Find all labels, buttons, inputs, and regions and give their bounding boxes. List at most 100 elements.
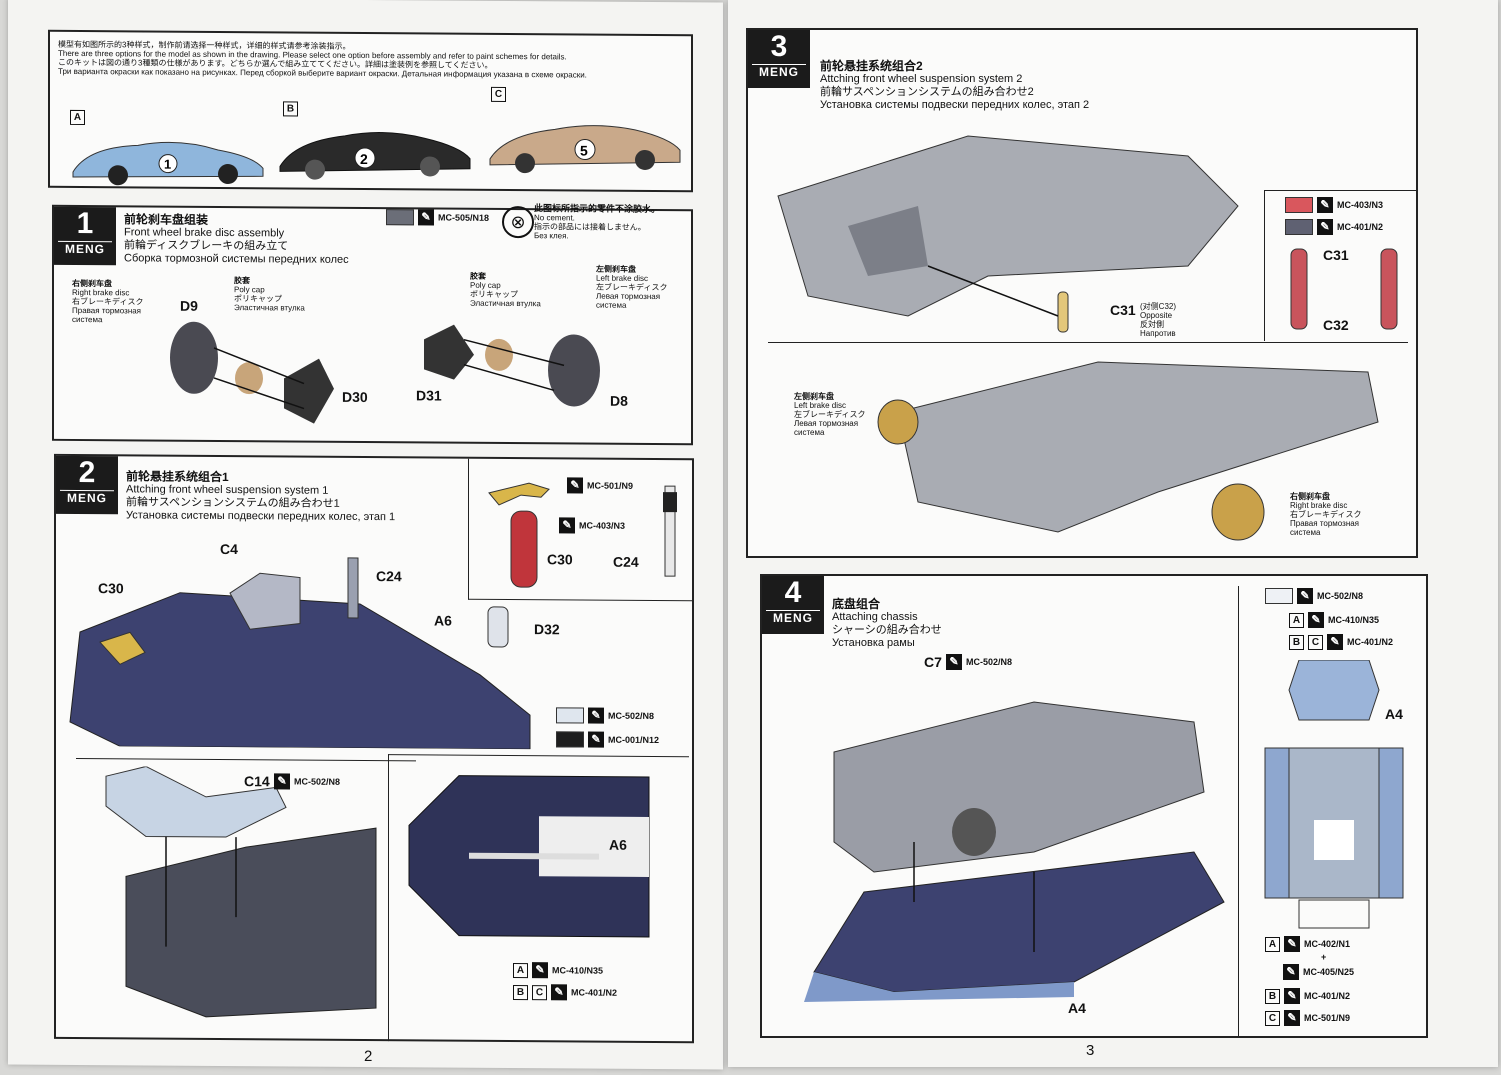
- left-disc-note: 左侧刹车盘 Left brake disc 左ブレーキディスク Левая то…: [794, 392, 865, 437]
- part-d30: D30: [342, 388, 368, 406]
- left-disc-zh: 左侧刹车盘: [794, 392, 834, 401]
- step-number-badge: 3 MENG: [748, 30, 810, 88]
- divider: [76, 757, 416, 762]
- brush-icon: ✎: [551, 984, 567, 1001]
- paint-code: MC-505/N18: [438, 212, 490, 223]
- step-number-badge: 1 MENG: [54, 206, 116, 266]
- paint-swatch: [1265, 588, 1293, 604]
- part-a4-plan: A4: [1385, 706, 1403, 722]
- paint-code: MC-501/N9: [1304, 1013, 1351, 1023]
- paint-code: MC-502/N8: [1317, 591, 1364, 601]
- right-disc-note: 右侧刹车盘 Right brake disc 右ブレーキディスク Правая …: [1290, 492, 1361, 537]
- car-b-number: 2: [360, 151, 368, 167]
- step-title-ru: Установка рамы: [832, 637, 915, 649]
- car-option-b: 2: [279, 132, 471, 180]
- step-title-ru: Сборка тормозной системы передних колес: [124, 252, 349, 266]
- paint-code: MC-402/N1: [1304, 939, 1351, 949]
- no-cement-ru: Без клея.: [534, 231, 569, 241]
- no-cement-note: 此图标所指示的零件不涂胶水。 No cement. 指示の部品には接着しません。…: [534, 203, 660, 241]
- poly-cap-zh: 胶套: [234, 276, 250, 286]
- brand-logo: MENG: [766, 610, 820, 625]
- springs-diagram: [1290, 248, 1398, 330]
- paint-mc401: ✎MC-401/N2: [1285, 219, 1383, 235]
- right-disc-zh: 右侧刹车盘: [1290, 492, 1330, 501]
- part-c7: C7: [924, 654, 942, 670]
- brush-icon: ✎: [1308, 612, 1324, 628]
- part-d8: D8: [610, 392, 628, 409]
- paint-a-mc402: A✎MC-402/N1: [1265, 936, 1350, 952]
- paint-swatch: [556, 731, 584, 748]
- brush-icon: ✎: [1297, 588, 1313, 604]
- fire-extinguisher-diagram: [488, 482, 677, 588]
- right-disc-en: Right brake disc: [72, 287, 130, 298]
- rear-frame-diagram: [105, 766, 377, 1018]
- option-b-letter: B: [283, 101, 298, 117]
- brand-logo: MENG: [60, 489, 114, 506]
- car-option-a: 1: [72, 141, 264, 186]
- left-disc-ru-1: Левая тормозная: [794, 419, 859, 428]
- part-d9: D9: [180, 297, 198, 314]
- left-disc-en: Left brake disc: [794, 401, 847, 410]
- brush-icon: ✎: [588, 731, 604, 748]
- option-letter: C: [532, 984, 547, 1000]
- step-title-ru: Установка системы подвески передних коле…: [126, 509, 396, 524]
- paint-code: MC-410/N35: [1328, 615, 1380, 625]
- poly-cap-note-2: 胶套 Poly cap ポリキャップ Эластичная втулка: [470, 272, 541, 308]
- left-disc-ru-1: Левая тормозная: [596, 291, 661, 302]
- intro-text: 模型有如图所示的3种样式，制作前请选择一种样式，详细的样式请参考涂装指示。 Th…: [58, 40, 688, 80]
- paint-code: MC-405/N25: [1303, 967, 1355, 977]
- brush-icon: ✎: [1283, 964, 1299, 980]
- accessory-panel: ✎MC-501/N9 ✎MC-403/N3 C30 C24: [468, 458, 693, 602]
- left-disc-ru-2: система: [596, 300, 627, 310]
- option-letter: B: [513, 984, 528, 1000]
- step-title-zh: 前轮悬挂系统组合2: [820, 59, 923, 73]
- paint-mc001: ✎MC-001/N12: [556, 731, 659, 748]
- right-disc-ja: 右ブレーキディスク: [72, 296, 144, 307]
- suspension-frame-diagram-bottom: [877, 361, 1379, 541]
- option-letter: B: [1265, 988, 1280, 1004]
- paint-plus: +: [1321, 952, 1326, 962]
- paint-swatch: [1285, 197, 1313, 213]
- paint-mc501: ✎ MC-501/N9: [567, 477, 634, 494]
- step-4-box: 4 MENG 底盘组合 Attaching chassis シャーシの組み合わせ…: [760, 574, 1428, 1038]
- right-disc-zh: 右侧刹车盘: [72, 278, 112, 289]
- poly-cap-en: Poly cap: [234, 285, 265, 295]
- part-c32-spring: C32: [1323, 317, 1349, 333]
- paint-code: MC-502/N8: [294, 776, 341, 787]
- paint-b-mc401: B✎MC-401/N2: [1265, 988, 1350, 1004]
- part-c31: C31: [1110, 302, 1136, 318]
- part-c4: C4: [220, 540, 238, 558]
- part-c30: C30: [547, 551, 573, 568]
- car-option-c: 5: [489, 125, 681, 174]
- poly-cap-en: Poly cap: [470, 280, 501, 290]
- option-letter: A: [1265, 936, 1280, 952]
- paint-code: MC-501/N9: [587, 480, 634, 491]
- right-disc-note: 右侧刹车盘 Right brake disc 右ブレーキディスク Правая …: [72, 279, 143, 324]
- opposite-en: Opposite: [1140, 311, 1173, 320]
- paint-code: MC-401/N2: [571, 987, 618, 998]
- paint-swatch: [1285, 219, 1313, 235]
- left-disc-ru-2: система: [794, 428, 825, 437]
- left-disc-zh: 左侧刹车盘: [596, 264, 636, 274]
- step-title-en: Attching front wheel suspension system 2: [820, 73, 1023, 85]
- page-number: 2: [364, 1047, 373, 1066]
- paint-c14: ✎MC-502/N8: [274, 773, 341, 790]
- underside-diagram: [408, 775, 650, 938]
- paint-c-mc501: C✎MC-501/N9: [1265, 1010, 1350, 1026]
- brush-icon: ✎: [567, 477, 583, 494]
- chassis-plan-diagram: [1264, 660, 1404, 929]
- opposite-ja: 反対側: [1140, 320, 1164, 329]
- poly-cap-zh: 胶套: [470, 271, 486, 281]
- option-letter: A: [1289, 612, 1304, 628]
- paint-swatch: [386, 209, 414, 226]
- poly-cap-note-1: 胶套 Poly cap ポリキャップ Эластичная втулка: [234, 276, 305, 312]
- step-1-titles: 前轮刹车盘组装 Front wheel brake disc assembly …: [124, 212, 349, 267]
- part-a6-underside: A6: [609, 836, 627, 853]
- left-disc-en: Left brake disc: [596, 273, 649, 283]
- paint-callout: ✎ MC-505/N18: [386, 209, 489, 226]
- paint-a-mc410: A✎ MC-410/N35: [1289, 612, 1379, 628]
- paint-mc502: ✎ MC-502/N8: [1265, 588, 1363, 604]
- opposite-ru: Напротив: [1140, 329, 1176, 338]
